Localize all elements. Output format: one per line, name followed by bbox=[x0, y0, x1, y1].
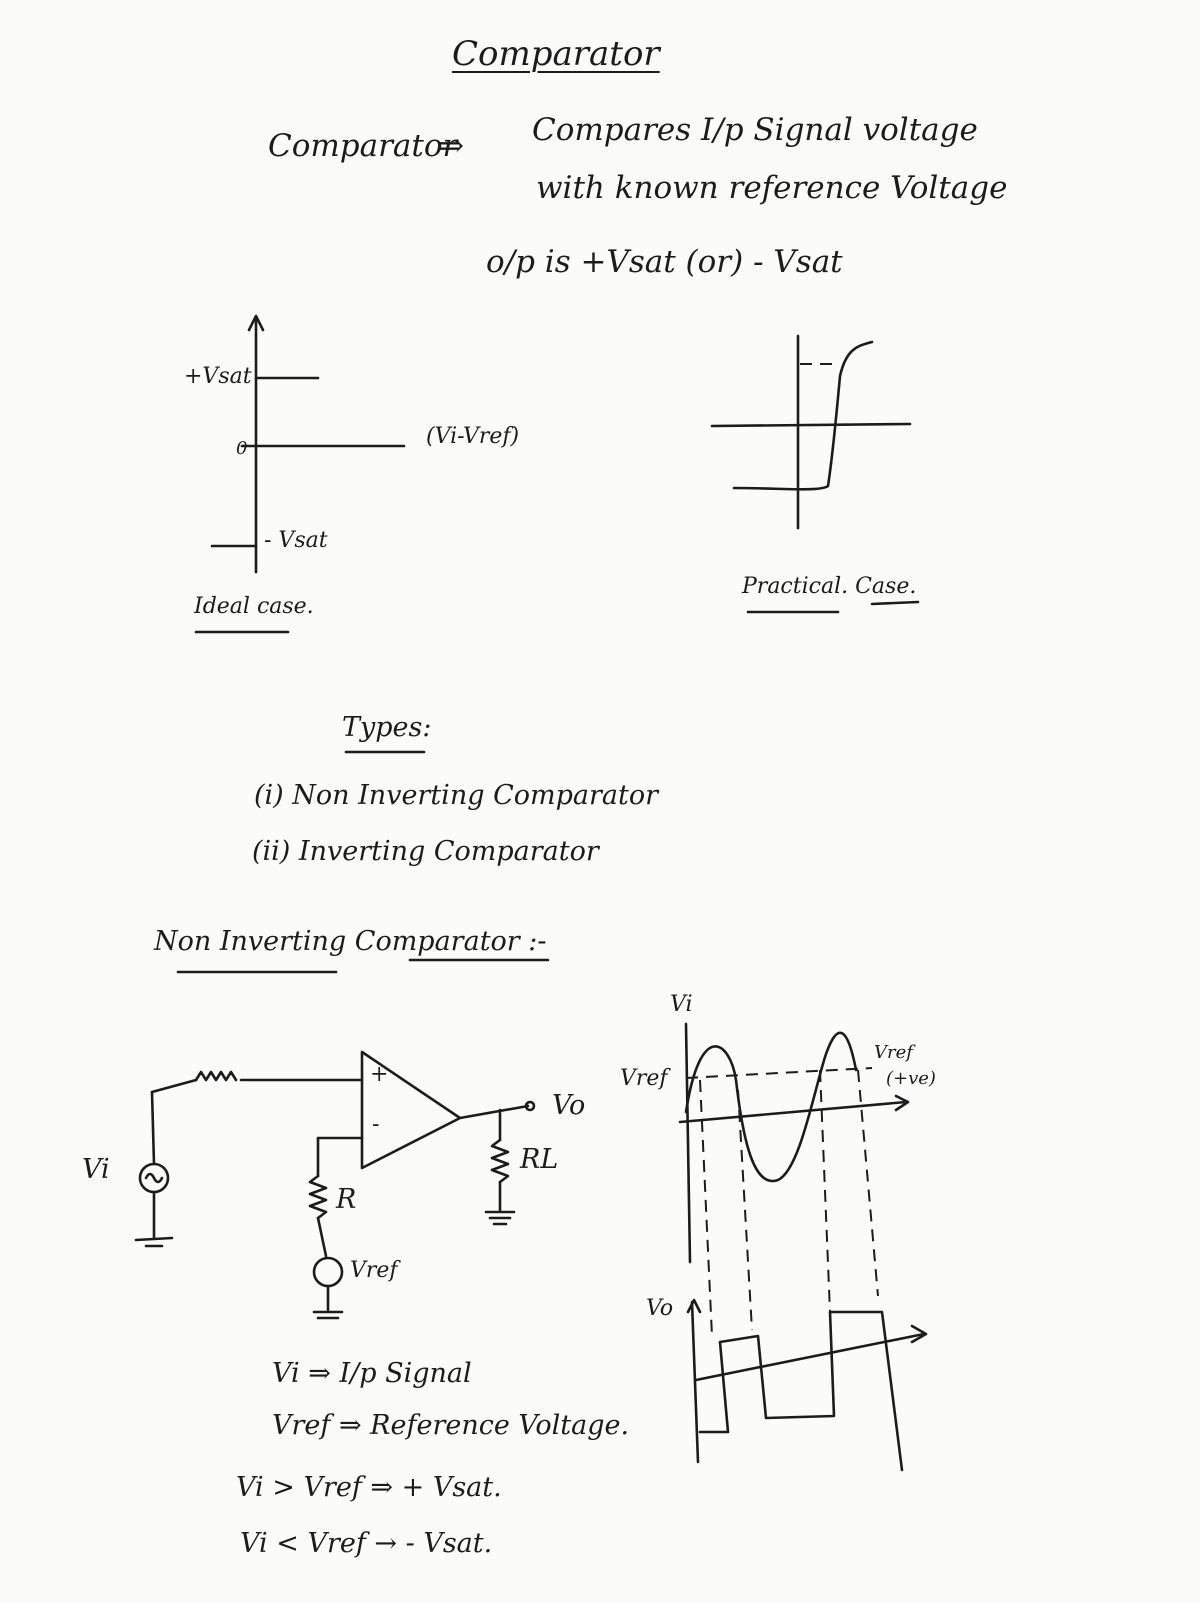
ideal-plus-vsat-label: +Vsat bbox=[184, 364, 252, 389]
transition-dash-1 bbox=[699, 1079, 713, 1337]
vi-x-axis bbox=[678, 1100, 908, 1124]
resistor-r-icon bbox=[308, 1174, 328, 1220]
practical-caption-underline-2 bbox=[870, 600, 920, 606]
note-1: Vi ⇒ I/p Signal bbox=[272, 1358, 472, 1389]
vi-x-arrow-icon bbox=[894, 1094, 910, 1112]
vo-x-arrow-icon bbox=[910, 1324, 928, 1344]
opamp-minus-label: - bbox=[372, 1112, 380, 1137]
vi-axis-label: Vi bbox=[670, 992, 693, 1017]
opamp-plus-label: + bbox=[370, 1062, 389, 1087]
ideal-characteristic-graph bbox=[194, 314, 406, 634]
vref-line bbox=[685, 1067, 873, 1079]
transition-dash-2 bbox=[737, 1089, 753, 1331]
ground-icon bbox=[134, 1236, 174, 1242]
type-item-2: (ii) Inverting Comparator bbox=[252, 836, 599, 867]
vi-sine-curve bbox=[684, 1031, 858, 1183]
note-3: Vi > Vref ⇒ + Vsat. bbox=[236, 1472, 502, 1503]
definition-line-3: o/p is +Vsat (or) - Vsat bbox=[486, 244, 843, 280]
dc-source-icon bbox=[312, 1256, 344, 1288]
vi-y-axis bbox=[684, 1022, 692, 1264]
circuit-r-label: R bbox=[336, 1184, 357, 1215]
note-4: Vi < Vref → - Vsat. bbox=[240, 1528, 493, 1559]
vref-right-label: Vref bbox=[874, 1042, 913, 1063]
vo-axis-label: Vo bbox=[646, 1296, 674, 1321]
ideal-minus-vsat-label: - Vsat bbox=[264, 528, 328, 553]
definition-arrow: ⇒ bbox=[438, 128, 464, 164]
practical-caption: Practical. Case. bbox=[742, 574, 917, 599]
types-heading: Types: bbox=[342, 712, 432, 743]
type-item-1: (i) Non Inverting Comparator bbox=[254, 780, 658, 811]
definition-term: Comparator bbox=[268, 128, 458, 164]
section-heading: Non Inverting Comparator :- bbox=[154, 926, 547, 957]
circuit-rl-label: RL bbox=[520, 1144, 559, 1175]
ideal-y-axis-arrow-icon bbox=[247, 314, 265, 332]
op-amp-icon bbox=[360, 1050, 462, 1170]
ideal-zero-label: 0 bbox=[236, 438, 248, 459]
vo-waveform bbox=[686, 1298, 928, 1472]
practical-curve bbox=[732, 340, 874, 491]
ideal-x-label: (Vi-Vref) bbox=[426, 424, 520, 449]
output-terminal-icon bbox=[524, 1100, 536, 1112]
circuit-vref-label: Vref bbox=[350, 1258, 398, 1283]
vi-waveform bbox=[678, 1022, 910, 1337]
practical-characteristic-graph bbox=[710, 334, 920, 614]
circuit-vi-label: Vi bbox=[82, 1154, 110, 1185]
page-title: Comparator bbox=[452, 34, 660, 74]
vo-square-wave bbox=[698, 1310, 904, 1472]
load-resistor-icon bbox=[490, 1138, 510, 1184]
note-2: Vref ⇒ Reference Voltage. bbox=[272, 1410, 630, 1441]
vref-note-label: (+ve) bbox=[886, 1068, 936, 1089]
vo-y-arrow-icon bbox=[686, 1298, 702, 1314]
circuit-vo-label: Vo bbox=[552, 1090, 586, 1121]
transition-dash-4 bbox=[857, 1069, 879, 1297]
vo-y-axis bbox=[690, 1300, 700, 1464]
definition-line-1: Compares I/p Signal voltage bbox=[532, 112, 978, 148]
ideal-caption: Ideal case. bbox=[194, 594, 314, 619]
input-resistor-icon bbox=[194, 1070, 238, 1082]
practical-x-axis bbox=[710, 422, 912, 428]
definition-line-2: with known reference Voltage bbox=[536, 170, 1008, 206]
non-inverting-comparator-circuit bbox=[134, 1050, 536, 1320]
transition-dash-3 bbox=[819, 1069, 831, 1313]
vref-left-label: Vref bbox=[620, 1066, 668, 1091]
